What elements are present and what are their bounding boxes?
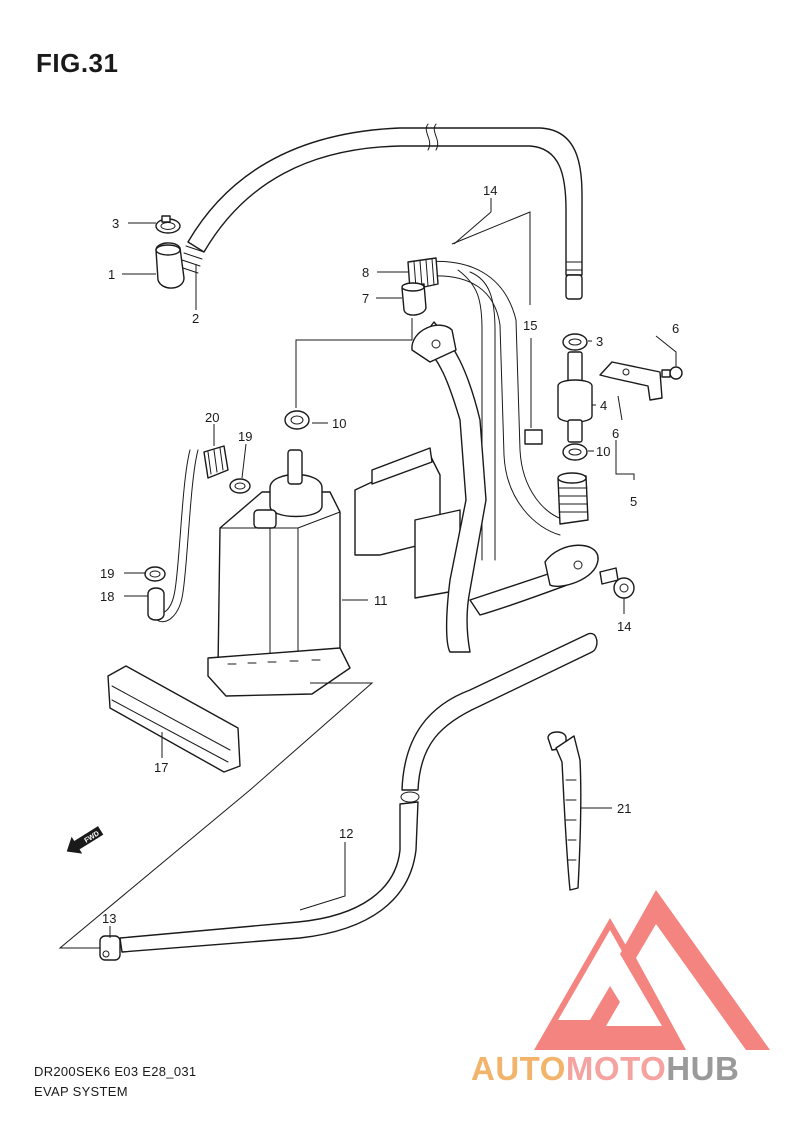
watermark-hub: HUB (666, 1050, 740, 1087)
watermark-auto: AUTO (471, 1050, 566, 1087)
part-4-valve (557, 351, 593, 443)
part-6-bracket (599, 361, 663, 401)
callout-16: 14 (483, 183, 497, 198)
callout-9: 8 (362, 265, 369, 280)
callout-19-lower: 19 (100, 566, 114, 581)
figure-name: EVAP SYSTEM (34, 1084, 128, 1099)
callout-13: 13 (102, 911, 116, 926)
part-17-hose (524, 429, 543, 445)
part-12-hose (119, 632, 598, 953)
part-9-corrugated-end (407, 257, 439, 291)
part-19-clamp-upper (229, 478, 251, 494)
upper-vent-hose (179, 123, 583, 300)
callout-4: 4 (600, 398, 607, 413)
callout-7: 6 (672, 321, 679, 336)
callout-11: 11 (374, 593, 388, 608)
callout-15: 17 (154, 760, 168, 775)
part-8-connector (401, 282, 427, 316)
bracket-assembly (354, 321, 599, 653)
part-10-clamp-center (284, 410, 310, 430)
callout-3-left: 3 (112, 216, 119, 231)
callout-19-upper: 19 (238, 429, 252, 444)
part-21-cable-tie (547, 731, 582, 891)
callout-5: 5 (630, 494, 637, 509)
callout-17: 15 (523, 318, 537, 333)
part-3-clamp-right (562, 333, 588, 351)
leader-lines (58, 198, 677, 949)
callout-1: 1 (108, 267, 115, 282)
watermark-text: AUTOMOTOHUB (471, 1050, 739, 1088)
hose-16-loop (424, 260, 566, 561)
watermark-triangle (510, 878, 770, 1050)
part-10-clamp-right (562, 443, 588, 461)
part-18-connector (147, 587, 165, 621)
figure-code: DR200SEK6 E03 E28_031 (34, 1064, 197, 1079)
part-7-screw (661, 366, 683, 380)
watermark-moto: MOTO (565, 1050, 667, 1087)
part-19-clamp-lower (144, 566, 166, 582)
callout-6: 6 (612, 426, 619, 441)
fwd-label: FWD (83, 830, 100, 844)
part-11-canister (207, 449, 351, 697)
callout-21: 21 (617, 801, 631, 816)
callout-14: 14 (617, 619, 631, 634)
callout-18: 18 (100, 589, 114, 604)
part-20-hose (154, 445, 229, 623)
callout-2: 2 (192, 311, 199, 326)
callout-10-center: 10 (332, 416, 346, 431)
callout-10-right: 10 (596, 444, 610, 459)
figure-title: FIG.31 (36, 48, 119, 78)
part-14-bolt (599, 567, 635, 599)
part-13-clamp (99, 935, 121, 961)
part-3-clamp-left (155, 215, 181, 234)
callout-3-right: 3 (596, 334, 603, 349)
watermark-logo (510, 878, 770, 1050)
callout-12: 12 (339, 826, 353, 841)
part-15-strap (107, 665, 241, 773)
fwd-direction-arrow: FWD (66, 826, 104, 854)
callout-8: 7 (362, 291, 369, 306)
part-1-elbow (155, 242, 185, 289)
corrugated-hose-right (557, 472, 589, 525)
callout-labels: 3 1 2 8 7 14 15 3 6 4 6 10 5 20 10 19 19… (100, 183, 679, 926)
callout-20: 20 (205, 410, 219, 425)
